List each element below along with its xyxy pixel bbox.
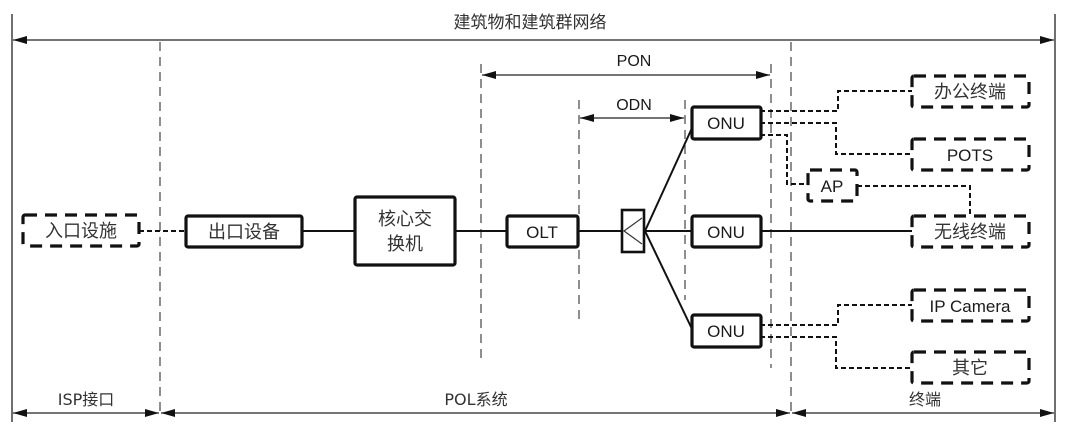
diagram-title: 建筑物和建筑群网络 xyxy=(454,13,607,33)
core-switch-label-line1: 核心交 xyxy=(378,209,432,230)
onu-top-node: ONU xyxy=(690,105,763,141)
splitter-node xyxy=(620,208,646,254)
onu-top-label: ONU xyxy=(707,114,745,133)
entry-facility-node: 入口设施 xyxy=(21,213,141,248)
link-onu-other xyxy=(760,336,912,369)
link-splitter-onu-top xyxy=(644,127,693,232)
other-label: 其它 xyxy=(952,358,988,379)
ap-node: AP xyxy=(806,168,859,203)
pots-node: POTS xyxy=(910,137,1031,172)
entry-facility-label: 入口设施 xyxy=(45,221,117,242)
office-terminal-label: 办公终端 xyxy=(934,82,1006,103)
ap-label: AP xyxy=(821,177,844,196)
link-onu-pots xyxy=(760,122,912,155)
isp-label: ISP接口 xyxy=(58,390,115,409)
odn-label: ODN xyxy=(616,97,652,114)
pol-label: POL系统 xyxy=(444,390,507,409)
link-onu-ap xyxy=(760,134,808,185)
onu-bottom-label: ONU xyxy=(707,322,745,341)
ip-camera-node: IP Camera xyxy=(910,288,1031,323)
core-switch-label-line2: 换机 xyxy=(387,234,423,255)
pon-label: PON xyxy=(617,53,652,70)
onu-mid-label: ONU xyxy=(707,223,745,242)
pots-label: POTS xyxy=(947,146,993,165)
olt-node: OLT xyxy=(505,214,580,249)
link-ap-wireless xyxy=(857,185,971,214)
onu-mid-node: ONU xyxy=(690,214,763,249)
office-terminal-node: 办公终端 xyxy=(910,74,1031,109)
onu-bottom-node: ONU xyxy=(690,313,763,349)
olt-label: OLT xyxy=(526,223,558,242)
core-switch-node: 核心交 换机 xyxy=(353,195,457,267)
wireless-terminal-node: 无线终端 xyxy=(910,214,1031,249)
wireless-terminal-label: 无线终端 xyxy=(934,222,1006,243)
splitter-icon xyxy=(622,217,643,245)
link-onu-ipcamera xyxy=(760,304,912,326)
link-splitter-onu-bottom xyxy=(644,230,693,330)
other-node: 其它 xyxy=(910,350,1031,385)
exit-device-node: 出口设备 xyxy=(184,214,304,249)
ip-camera-label: IP Camera xyxy=(930,297,1011,316)
terminal-label: 终端 xyxy=(909,390,941,409)
exit-device-label: 出口设备 xyxy=(208,222,280,243)
link-onu-office xyxy=(760,90,912,112)
